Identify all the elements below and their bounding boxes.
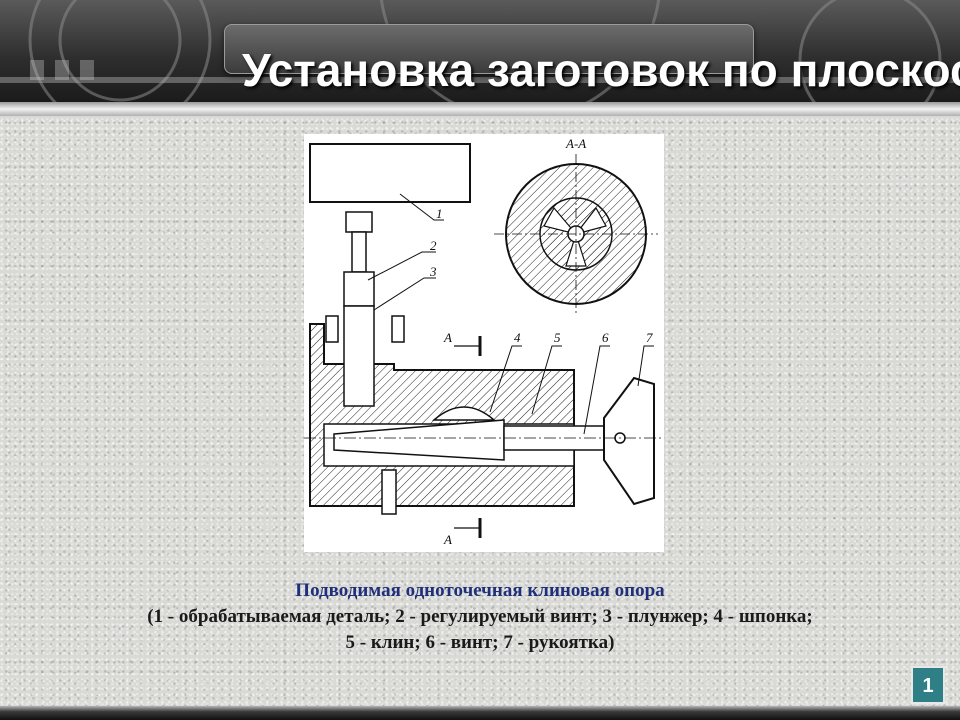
header-divider — [0, 102, 960, 116]
view-marker-top: А — [443, 330, 452, 345]
callout-2: 2 — [430, 238, 437, 253]
key-shape — [431, 406, 497, 421]
screw-shaft-shape — [351, 231, 367, 273]
callout-7: 7 — [646, 330, 653, 345]
slide-title: Установка заготовок по плоскости — [242, 44, 960, 96]
callout-3: 3 — [429, 264, 437, 279]
caption-legend-line1: (1 - обрабатываемая деталь; 2 - регулиру… — [147, 606, 813, 627]
callout-4: 4 — [514, 330, 521, 345]
section-label: А-А — [565, 136, 586, 151]
handle-shape — [603, 376, 655, 506]
footer-bar — [0, 706, 960, 720]
callout-6: 6 — [602, 330, 609, 345]
figure-caption: Подводимая одноточечная клиновая опора (… — [40, 578, 920, 656]
workpiece-shape — [309, 143, 471, 203]
wedge-support-drawing: А-А А А 1 2 3 4 5 6 7 — [304, 136, 664, 547]
callout-1: 1 — [436, 206, 443, 221]
wedge-shape — [333, 419, 505, 461]
caption-legend-line2: 5 - клин; 6 - винт; 7 - рукоятка) — [345, 632, 615, 653]
nut-shape — [343, 271, 375, 307]
bottom-screw-shape — [381, 469, 397, 515]
plunger-shape — [343, 305, 375, 407]
callout-5: 5 — [554, 330, 561, 345]
slide-number-badge[interactable]: 1 — [911, 666, 945, 704]
technical-drawing: А-А А А 1 2 3 4 5 6 7 — [304, 134, 664, 552]
view-marker-bottom: А — [443, 532, 452, 547]
screw-head-shape — [345, 211, 373, 233]
caption-heading: Подводимая одноточечная клиновая опора — [295, 580, 665, 601]
title-frame — [224, 24, 754, 74]
